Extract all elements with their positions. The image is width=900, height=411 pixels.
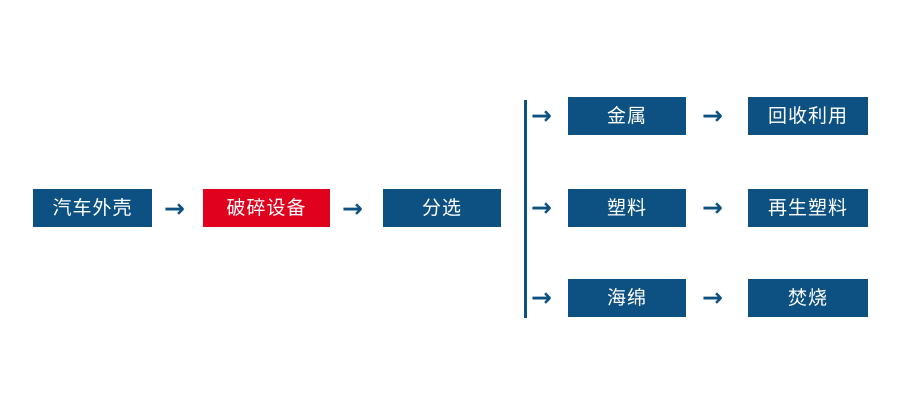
node-label: 汽车外壳 <box>52 196 133 219</box>
node-label: 焚烧 <box>787 286 828 309</box>
node-label: 再生塑料 <box>767 196 848 219</box>
node-outcome-recycled-plastic[interactable]: 再生塑料 <box>748 189 868 227</box>
arrow-right-icon-sponge-to-incineration: → <box>702 283 723 312</box>
node-label: 破碎设备 <box>226 196 307 219</box>
node-input-car-shell[interactable]: 汽车外壳 <box>33 189 152 227</box>
arrow-right-icon-branch-sponge: → <box>531 283 552 312</box>
node-material-plastic[interactable]: 塑料 <box>568 189 686 227</box>
arrow-right-icon-branch-plastic: → <box>531 193 552 222</box>
arrow-right-icon-branch-metal: → <box>531 101 552 130</box>
node-label: 海绵 <box>606 286 647 309</box>
arrow-right-icon-plastic-to-recycled-plastic: → <box>702 193 723 222</box>
node-material-sponge[interactable]: 海绵 <box>568 279 686 317</box>
arrow-right-icon-metal-to-recycle: → <box>702 101 723 130</box>
node-outcome-recycle[interactable]: 回收利用 <box>748 97 868 135</box>
branch-trunk-line <box>524 100 527 318</box>
node-label: 金属 <box>606 104 647 127</box>
node-crusher-equipment[interactable]: 破碎设备 <box>203 189 330 227</box>
node-label: 回收利用 <box>767 104 848 127</box>
node-sorting[interactable]: 分选 <box>383 189 501 227</box>
node-outcome-incineration[interactable]: 焚烧 <box>748 279 868 317</box>
node-material-metal[interactable]: 金属 <box>568 97 686 135</box>
arrow-right-icon-input-to-crusher: → <box>164 194 185 223</box>
node-label: 分选 <box>421 196 462 219</box>
node-label: 塑料 <box>606 196 647 219</box>
arrow-right-icon-crusher-to-sorting: → <box>342 194 363 223</box>
